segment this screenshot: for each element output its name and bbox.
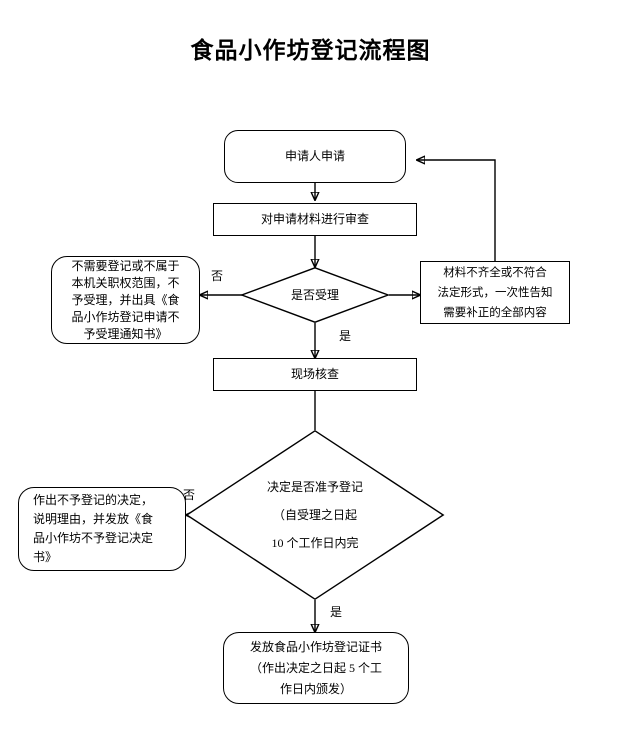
- edge-label-accept-yes: 是: [339, 329, 352, 343]
- node-review-materials[interactable]: 对申请材料进行审查: [213, 203, 417, 236]
- accept-decision-shape: [239, 267, 391, 323]
- node-refuse-registration[interactable]: 作出不予登记的决定， 说明理由，并发放《食 品小作坊不予登记决定 书》: [18, 487, 186, 571]
- node-on-site-check[interactable]: 现场核查: [213, 358, 417, 391]
- edge-label-approve-yes: 是: [330, 605, 343, 619]
- node-review-materials-label: 对申请材料进行审查: [260, 212, 369, 226]
- node-accept-decision-label: 是否受理: [290, 287, 339, 302]
- approve-decision-shape: [185, 429, 445, 601]
- node-not-accepted[interactable]: 不需要登记或不属于 本机关职权范围，不 予受理，并出具《食 品小作坊登记申请不 …: [51, 256, 200, 344]
- node-apply-label: 申请人申请: [284, 149, 345, 163]
- edge-label-accept-no: 否: [211, 269, 224, 283]
- node-refuse-registration-label: 作出不予登记的决定， 说明理由，并发放《食 品小作坊不予登记决定 书》: [33, 493, 154, 564]
- page-title: 食品小作坊登记流程图: [190, 38, 431, 63]
- node-accept-decision[interactable]: 是否受理: [239, 267, 391, 323]
- node-incomplete-materials-label: 材料不齐全或不符合 法定形式，一次性告知 需要补正的全部内容: [437, 266, 553, 319]
- node-not-accepted-label: 不需要登记或不属于 本机关职权范围，不 予受理，并出具《食 品小作坊登记申请不 …: [71, 258, 180, 341]
- edge-label-approve-no: 否: [183, 488, 196, 502]
- node-on-site-check-label: 现场核查: [290, 367, 339, 381]
- edge-incomplete-to-apply: [417, 160, 496, 261]
- node-incomplete-materials[interactable]: 材料不齐全或不符合 法定形式，一次性告知 需要补正的全部内容: [420, 261, 570, 324]
- node-issue-certificate-label: 发放食品小作坊登记证书 （作出决定之日起 5 个工 作日内颁发）: [249, 639, 382, 696]
- node-approve-decision-label: 决定是否准予登记 （自受理之日起 10 个工作日内完: [266, 480, 363, 550]
- node-apply[interactable]: 申请人申请: [224, 130, 406, 183]
- node-approve-decision[interactable]: 决定是否准予登记 （自受理之日起 10 个工作日内完: [185, 429, 445, 601]
- node-issue-certificate[interactable]: 发放食品小作坊登记证书 （作出决定之日起 5 个工 作日内颁发）: [223, 632, 409, 704]
